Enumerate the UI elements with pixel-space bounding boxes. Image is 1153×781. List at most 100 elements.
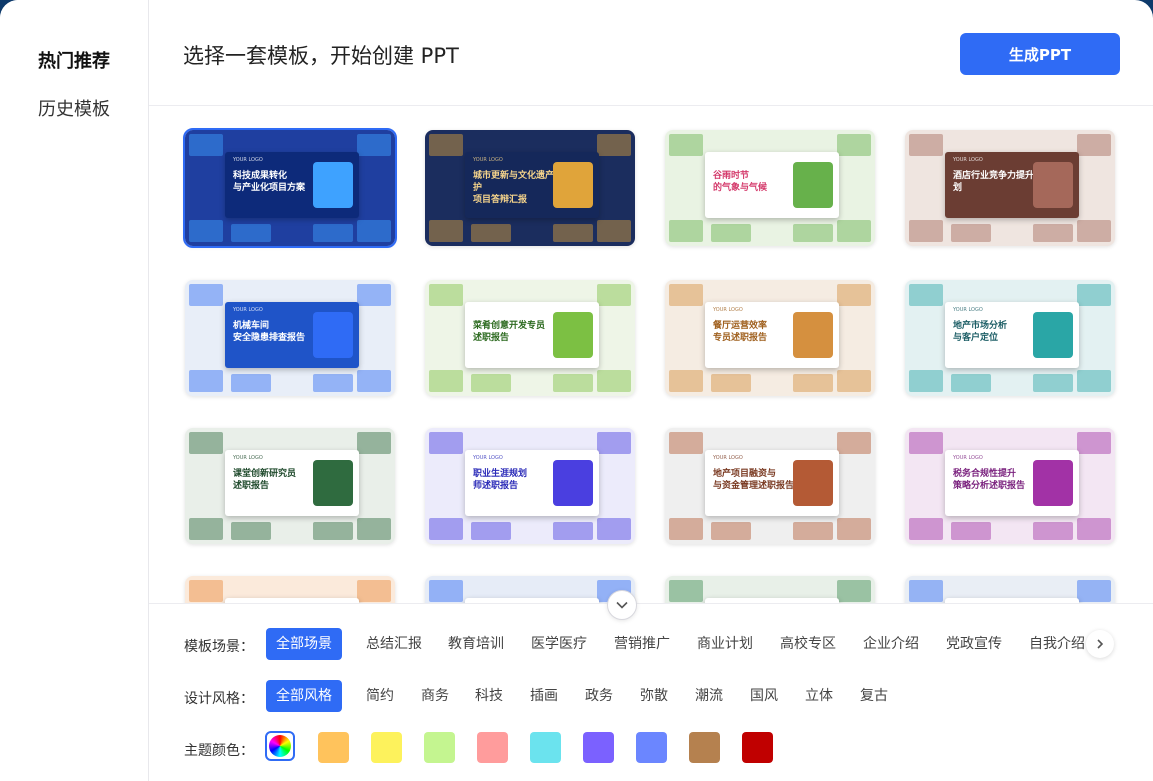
- sidebar-item-history[interactable]: 历史模板: [38, 99, 110, 120]
- color-swatch-all[interactable]: [265, 731, 295, 761]
- template-logo: YOUR LOGO: [233, 157, 263, 163]
- style-chip[interactable]: 插画: [530, 688, 558, 704]
- style-chip[interactable]: 立体: [805, 688, 833, 704]
- template-logo: YOUR LOGO: [953, 157, 983, 163]
- scene-chip[interactable]: 医学医疗: [531, 636, 587, 652]
- color-swatch[interactable]: [742, 732, 773, 763]
- thumb-mini-slide: [553, 374, 593, 392]
- thumb-mini-slide: [231, 374, 271, 392]
- thumb-mini-slide: [837, 220, 871, 242]
- sidebar: 热门推荐 历史模板: [0, 0, 149, 781]
- color-swatch[interactable]: [530, 732, 561, 763]
- scene-chip[interactable]: 全部场景: [266, 628, 342, 660]
- color-swatch[interactable]: [583, 732, 614, 763]
- thumb-mini-slide: [793, 374, 833, 392]
- scene-chip[interactable]: 总结汇报: [366, 636, 422, 652]
- thumb-mini-slide: [471, 374, 511, 392]
- thumb-mini-slide: [909, 518, 943, 540]
- template-cover: [705, 598, 839, 603]
- color-swatch[interactable]: [371, 732, 402, 763]
- style-chip[interactable]: 商务: [421, 688, 449, 704]
- thumb-mini-slide: [711, 374, 751, 392]
- thumb-mini-slide: [1077, 284, 1111, 306]
- scene-chip[interactable]: 企业介绍: [863, 636, 919, 652]
- thumb-mini-slide: [669, 284, 703, 306]
- style-chip[interactable]: 政务: [585, 688, 613, 704]
- template-card[interactable]: YOUR LOGO: [425, 576, 635, 603]
- thumb-mini-slide: [669, 580, 703, 602]
- chevron-right-icon: [1097, 639, 1104, 649]
- scene-chip[interactable]: 自我介绍: [1029, 636, 1085, 652]
- style-filter-label: 设计风格：: [184, 691, 254, 707]
- style-chip[interactable]: 简约: [366, 688, 394, 704]
- thumb-mini-slide: [189, 284, 223, 306]
- thumb-mini-slide: [1077, 432, 1111, 454]
- thumb-mini-slide: [909, 134, 943, 156]
- template-card[interactable]: [185, 576, 395, 603]
- style-chip[interactable]: 潮流: [695, 688, 723, 704]
- template-title: 地产项目融资与 与资金管理述职报告: [713, 469, 795, 491]
- template-photo: [793, 162, 833, 208]
- style-chip[interactable]: 弥散: [640, 688, 668, 704]
- thumb-mini-slide: [1077, 580, 1111, 602]
- thumb-mini-slide: [909, 220, 943, 242]
- color-swatch[interactable]: [689, 732, 720, 763]
- thumb-mini-slide: [429, 580, 463, 602]
- style-chip[interactable]: 科技: [475, 688, 503, 704]
- thumb-mini-slide: [909, 580, 943, 602]
- generate-ppt-button[interactable]: 生成PPT: [960, 33, 1120, 75]
- collapse-button[interactable]: [607, 590, 637, 620]
- template-logo: YOUR LOGO: [713, 307, 743, 313]
- template-card[interactable]: [665, 576, 875, 603]
- style-chip[interactable]: 复古: [860, 688, 888, 704]
- template-photo: [793, 312, 833, 358]
- template-cover: [225, 598, 359, 603]
- color-filter-label: 主题颜色：: [184, 743, 254, 759]
- thumb-mini-slide: [189, 580, 223, 602]
- scene-chip[interactable]: 教育培训: [448, 636, 504, 652]
- sidebar-item-hot[interactable]: 热门推荐: [38, 51, 110, 72]
- color-swatch[interactable]: [318, 732, 349, 763]
- thumb-mini-slide: [1033, 224, 1073, 242]
- color-swatch[interactable]: [424, 732, 455, 763]
- template-photo: [553, 312, 593, 358]
- thumb-mini-slide: [429, 284, 463, 306]
- thumb-mini-slide: [313, 522, 353, 540]
- scene-chip[interactable]: 商业计划: [697, 636, 753, 652]
- filter-panel: 模板场景： 全部场景总结汇报教育培训医学医疗营销推广商业计划高校专区企业介绍党政…: [149, 603, 1153, 781]
- scene-chip[interactable]: 高校专区: [780, 636, 836, 652]
- thumb-mini-slide: [553, 522, 593, 540]
- thumb-mini-slide: [909, 432, 943, 454]
- scroll-right-button[interactable]: [1086, 630, 1114, 658]
- thumb-mini-slide: [231, 224, 271, 242]
- thumb-mini-slide: [669, 220, 703, 242]
- style-chip[interactable]: 国风: [750, 688, 778, 704]
- scene-chip[interactable]: 营销推广: [614, 636, 670, 652]
- template-card[interactable]: 菜肴创意开发专员 述职报告: [425, 280, 635, 396]
- thumb-mini-slide: [471, 224, 511, 242]
- template-card[interactable]: [905, 576, 1115, 603]
- scene-chip[interactable]: 党政宣传: [946, 636, 1002, 652]
- color-swatch[interactable]: [477, 732, 508, 763]
- thumb-mini-slide: [357, 370, 391, 392]
- template-card[interactable]: 谷雨时节 的气象与气候: [665, 130, 875, 246]
- color-swatch[interactable]: [636, 732, 667, 763]
- thumb-mini-slide: [951, 224, 991, 242]
- template-title: 菜肴创意开发专员 述职报告: [473, 321, 546, 343]
- style-chip[interactable]: 全部风格: [266, 680, 342, 712]
